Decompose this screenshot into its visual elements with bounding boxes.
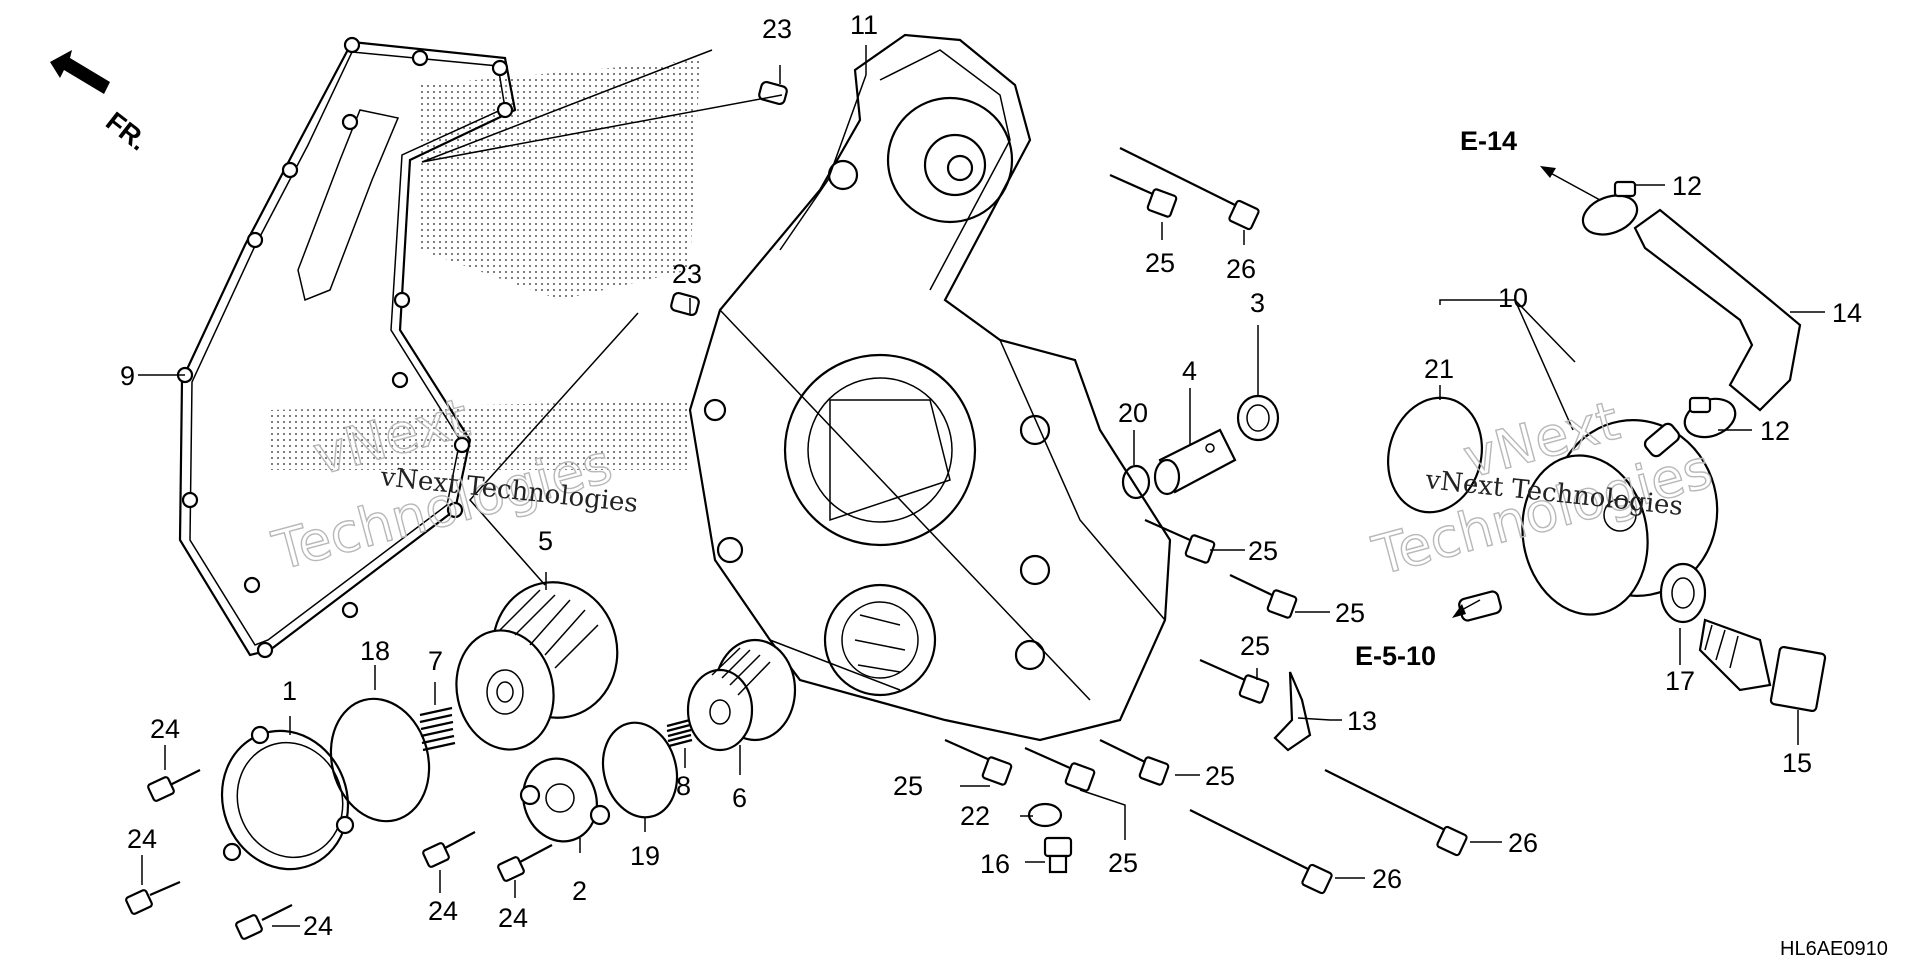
sleeve-part-4 [1153,428,1237,496]
callout-10: 10 [1498,283,1528,313]
callout-24-d: 24 [428,896,458,926]
callout-23-lower: 23 [672,259,702,289]
plug-part-3 [1236,394,1280,442]
callout-26-low-a: 26 [1508,828,1538,858]
oil-filter-cover-part-1 [220,725,355,871]
callout-20: 20 [1118,398,1148,428]
o-ring-part-18 [329,697,431,823]
callout-15: 15 [1782,748,1812,778]
callout-17: 17 [1665,666,1695,696]
hose-clamp-12-top [1581,180,1639,236]
bolt-25-low-b [1024,746,1096,792]
callout-4: 4 [1182,356,1197,386]
ref-e14[interactable]: E-14 [1460,126,1517,156]
callout-25-low-b: 25 [1205,761,1235,791]
callout-14: 14 [1832,298,1862,328]
callout-23-upper: 23 [762,14,792,44]
bolt-24-b [125,880,181,915]
callout-7: 7 [428,646,443,676]
crankcase-cover-part-11 [688,33,1172,742]
dowel-pin-23-upper [758,80,788,106]
callout-2: 2 [572,876,587,906]
bolt-25-mid-a [1144,518,1216,564]
callout-6: 6 [732,783,747,813]
callout-26-low-b: 26 [1372,864,1402,894]
bolt-24-e [497,844,553,882]
callout-3: 3 [1250,288,1265,318]
callout-19: 19 [630,841,660,871]
bolt-24-d [422,831,476,868]
callout-25-mid-a: 25 [1248,536,1278,566]
bolt-25-top [1109,173,1178,218]
callout-8: 8 [676,771,691,801]
o-ring-part-21 [1387,396,1483,514]
callout-12-top: 12 [1672,171,1702,201]
bolt-25-low-c [1099,739,1170,786]
spring-part-8 [666,718,693,748]
bolt-26-top [1119,147,1260,231]
filter-cap-part-2 [519,757,611,843]
banjo-bolt-part-15 [1698,618,1827,713]
callout-26-top: 26 [1226,254,1256,284]
bolt-26-low-b [1189,809,1333,895]
callout-25-mid-c: 25 [1240,631,1270,661]
callout-11: 11 [850,10,878,40]
ref-e5-10[interactable]: E-5-10 [1355,641,1436,671]
bolt-26-low-a [1324,769,1468,857]
bolt-24-a [147,769,201,802]
callout-12-bottom: 12 [1760,416,1790,446]
bolt-24-c [235,904,293,940]
callout-25-top: 25 [1145,248,1175,278]
gasket-part-9 [176,36,517,659]
callout-24-e: 24 [498,903,528,933]
o-ring-part-20 [1121,464,1151,500]
callout-18: 18 [360,636,390,666]
callout-24-a: 24 [150,714,180,744]
callout-25-low-a: 25 [893,771,923,801]
gasket-shading [270,60,700,470]
hose-clamp-12-bottom [1683,396,1737,439]
callout-21: 21 [1424,354,1454,384]
callout-22: 22 [960,801,990,831]
hose-part-14 [1633,208,1802,412]
callout-5: 5 [538,526,553,556]
callout-24-b: 24 [127,824,157,854]
callout-16: 16 [980,849,1010,879]
leader-lines [138,45,1825,927]
front-direction-label: FR. [100,106,153,156]
washer-part-22 [1027,802,1063,828]
o-ring-part-19 [601,721,679,819]
oil-cooler-part-10 [1458,419,1719,622]
strainer-part-6 [686,638,797,752]
callout-25-mid-b: 25 [1335,598,1365,628]
spring-part-7 [419,706,456,752]
callouts: 23 11 23 9 5 1 18 7 2 19 8 6 24 24 24 24… [120,10,1862,941]
callout-25-low-c: 25 [1108,848,1138,878]
bolt-25-low-a [944,738,1013,786]
bolt-25-mid-b [1229,574,1298,619]
oil-filter-part-5 [455,581,619,751]
dowel-pin-23-lower [670,291,700,317]
callout-1: 1 [282,676,297,706]
bolt-25-mid-c [1199,658,1270,704]
callout-13: 13 [1347,706,1377,736]
callout-9: 9 [120,361,135,391]
drain-plug-part-16 [1043,836,1073,874]
washer-part-17 [1659,562,1707,624]
clip-part-13 [1273,671,1312,752]
callout-24-c: 24 [303,911,333,941]
diagram-code: HL6AE0910 [1780,938,1888,960]
front-direction-arrow-icon [50,50,110,94]
